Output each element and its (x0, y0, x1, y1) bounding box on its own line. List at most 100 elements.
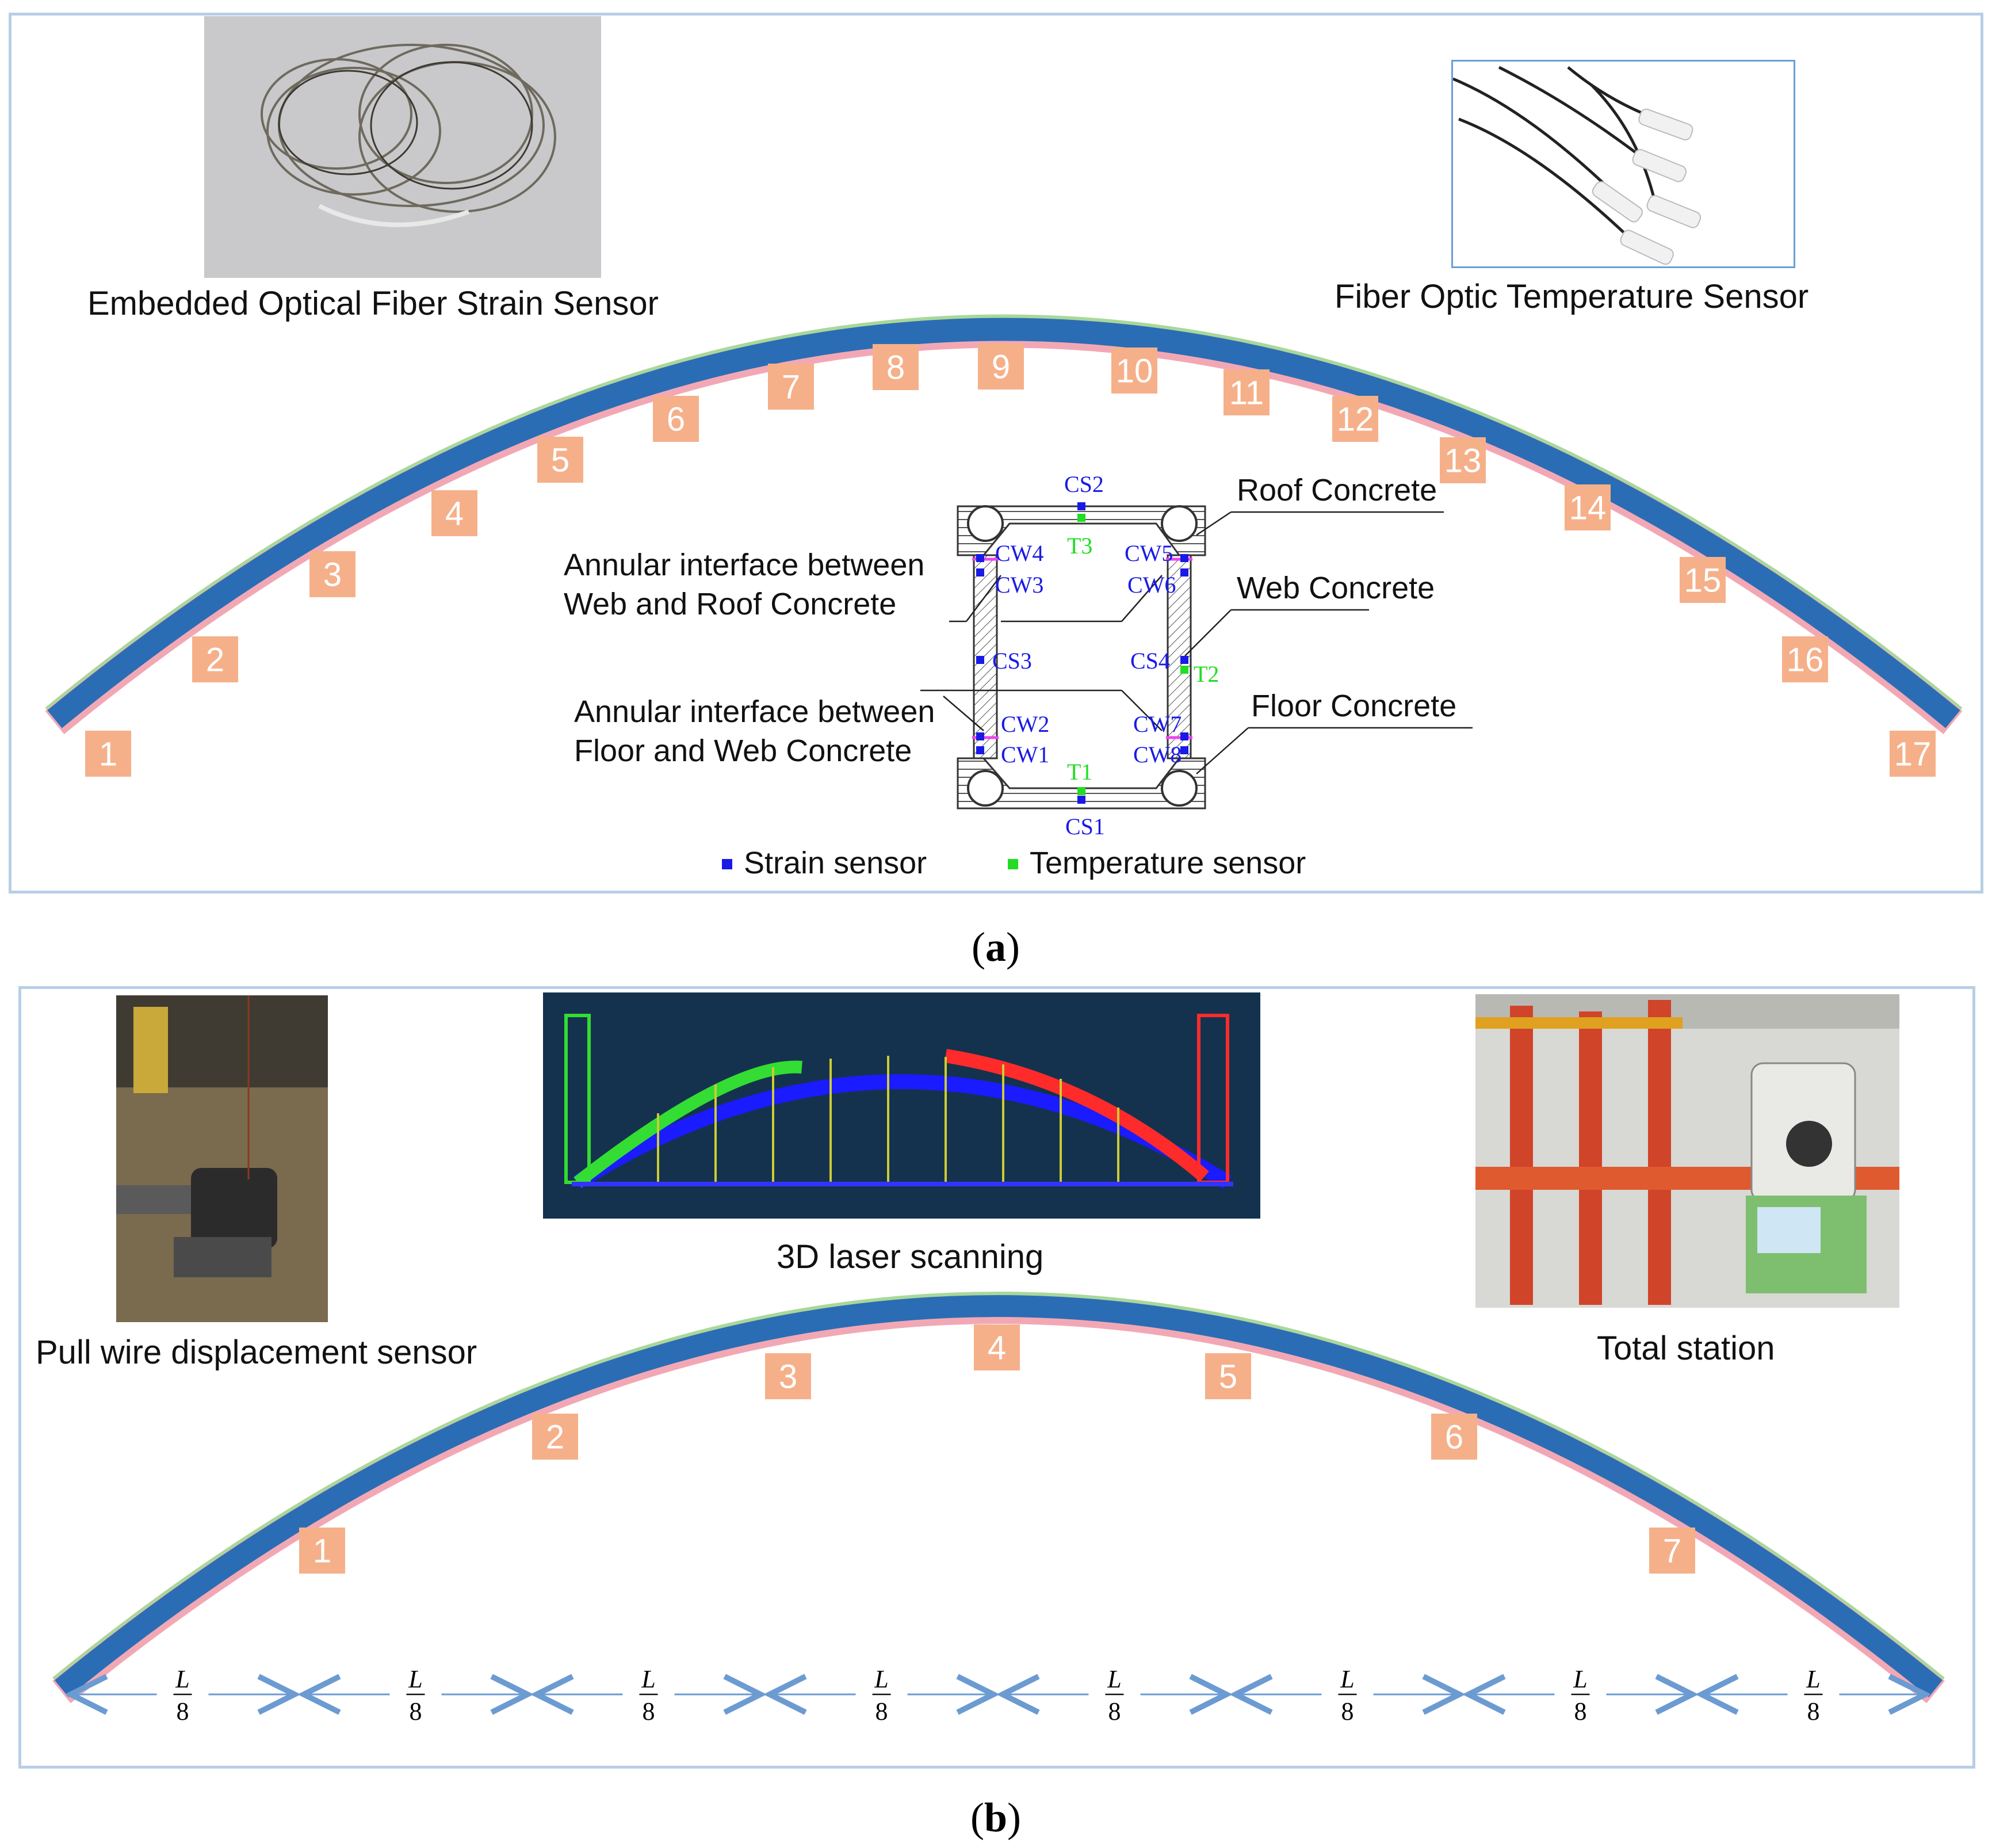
span-fraction-denominator: 8 (1807, 1697, 1820, 1725)
legend-temperature-swatch (1008, 859, 1018, 869)
section-marker-label-12: 12 (1337, 400, 1374, 438)
point-marker-box-2 (532, 1414, 578, 1460)
sensor-label-t3: T3 (1067, 533, 1092, 559)
section-marker-box-8 (873, 344, 919, 390)
web-roof-interface-label-2: Web and Roof Concrete (564, 587, 896, 621)
web-concrete-label: Web Concrete (1237, 571, 1435, 605)
section-marker-box-7 (768, 364, 814, 410)
point-marker-box-3 (765, 1353, 811, 1399)
sensor-label-cw5: CW5 (1125, 540, 1173, 566)
span-fraction-denominator: 8 (1341, 1697, 1354, 1725)
fiber-optic-temperature-sensor-photo (1451, 60, 1795, 268)
section-marker-label-5: 5 (551, 441, 569, 479)
section-marker-box-12 (1332, 396, 1378, 442)
total-station-photo (1475, 994, 1899, 1308)
point-marker-box-6 (1431, 1414, 1477, 1460)
pull-wire-photo-label: Pull wire displacement sensor (36, 1334, 477, 1371)
sensor-label-cw7: CW7 (1133, 711, 1182, 737)
section-marker-box-4 (431, 490, 477, 536)
section-marker-label-15: 15 (1684, 562, 1722, 599)
section-marker-label-13: 13 (1444, 442, 1482, 479)
sensor-label-cs2: CS2 (1064, 471, 1104, 497)
section-marker-label-2: 2 (206, 641, 224, 678)
section-marker-box-13 (1440, 437, 1486, 483)
span-fraction-denominator: 8 (410, 1697, 422, 1725)
temperature-sensor-photo-label: Fiber Optic Temperature Sensor (1335, 278, 1809, 315)
span-fraction-numerator: L (874, 1665, 888, 1693)
point-marker-box-7 (1649, 1528, 1695, 1574)
span-fraction-denominator: 8 (1108, 1697, 1121, 1725)
section-marker-box-6 (653, 396, 699, 442)
span-fraction-numerator: L (175, 1665, 189, 1693)
sensor-label-cw2: CW2 (1001, 711, 1049, 737)
point-marker-label-6: 6 (1445, 1418, 1463, 1456)
section-marker-label-3: 3 (323, 556, 342, 593)
panel-a (9, 13, 1983, 894)
sensor-label-cs4: CS4 (1130, 648, 1170, 674)
span-fraction-denominator: 8 (1574, 1697, 1587, 1725)
section-marker-box-10 (1111, 348, 1157, 394)
cross-section (920, 502, 1473, 810)
point-marker-label-1: 1 (313, 1532, 331, 1570)
section-marker-label-4: 4 (445, 495, 464, 532)
sensor-label-cw1: CW1 (1001, 742, 1049, 768)
span-fraction-numerator: L (408, 1665, 422, 1693)
point-marker-label-2: 2 (546, 1418, 564, 1456)
laser-scan-image (543, 992, 1260, 1219)
floor-web-interface-label-2: Floor and Web Concrete (574, 734, 912, 768)
section-marker-box-1 (85, 731, 131, 777)
section-marker-label-7: 7 (782, 368, 800, 406)
span-fraction-numerator: L (1107, 1665, 1121, 1693)
section-marker-label-1: 1 (99, 735, 117, 773)
caption-a: (a) (972, 924, 1020, 970)
arch-b (52, 1292, 1945, 1704)
span-fraction-numerator: L (1573, 1665, 1587, 1693)
total-station-photo-label: Total station (1597, 1330, 1775, 1367)
arch-a (45, 314, 1963, 735)
span-fraction-denominator: 8 (177, 1697, 189, 1725)
point-marker-label-7: 7 (1663, 1532, 1681, 1570)
section-marker-box-3 (309, 551, 355, 597)
floor-web-interface-label-1: Annular interface between (574, 694, 935, 729)
span-fraction-numerator: L (641, 1665, 655, 1693)
section-marker-label-9: 9 (992, 348, 1010, 385)
strain-sensor-dots (976, 502, 1188, 804)
point-marker-label-5: 5 (1219, 1358, 1237, 1395)
section-marker-box-5 (537, 437, 583, 483)
section-marker-label-6: 6 (667, 400, 685, 438)
section-marker-box-15 (1680, 557, 1726, 603)
section-marker-label-8: 8 (886, 349, 905, 386)
section-marker-box-16 (1782, 636, 1828, 682)
optical-fiber-strain-sensor-photo (204, 16, 601, 278)
section-marker-label-11: 11 (1229, 374, 1264, 411)
section-marker-box-9 (978, 343, 1024, 390)
section-marker-box-11 (1224, 369, 1270, 415)
web-roof-interface-label-1: Annular interface between (564, 548, 924, 582)
point-marker-label-3: 3 (779, 1358, 797, 1395)
span-fraction-denominator: 8 (643, 1697, 655, 1725)
section-marker-label-14: 14 (1569, 489, 1607, 526)
strain-sensor-photo-label: Embedded Optical Fiber Strain Sensor (87, 285, 659, 322)
point-marker-box-4 (974, 1324, 1020, 1370)
pull-wire-displacement-sensor-photo (116, 995, 328, 1322)
section-marker-box-14 (1565, 484, 1611, 530)
point-marker-box-5 (1205, 1353, 1251, 1399)
section-marker-label-16: 16 (1787, 641, 1824, 678)
legend-temperature-label: Temperature sensor (1030, 846, 1306, 880)
section-marker-label-10: 10 (1116, 352, 1153, 390)
point-marker-box-1 (299, 1528, 345, 1574)
laser-scan-photo-label: 3D laser scanning (777, 1238, 1043, 1276)
temperature-sensor-dots (1077, 514, 1188, 795)
section-marker-label-17: 17 (1894, 735, 1932, 773)
span-fraction-numerator: L (1806, 1665, 1820, 1693)
span-fraction-denominator: 8 (875, 1697, 888, 1725)
roof-concrete-label: Roof Concrete (1237, 473, 1437, 507)
point-marker-label-4: 4 (988, 1329, 1006, 1366)
section-marker-box-17 (1890, 731, 1936, 777)
caption-b: (b) (970, 1794, 1021, 1841)
sensor-label-t1: T1 (1067, 759, 1092, 785)
sensor-label-cw4: CW4 (995, 540, 1043, 566)
